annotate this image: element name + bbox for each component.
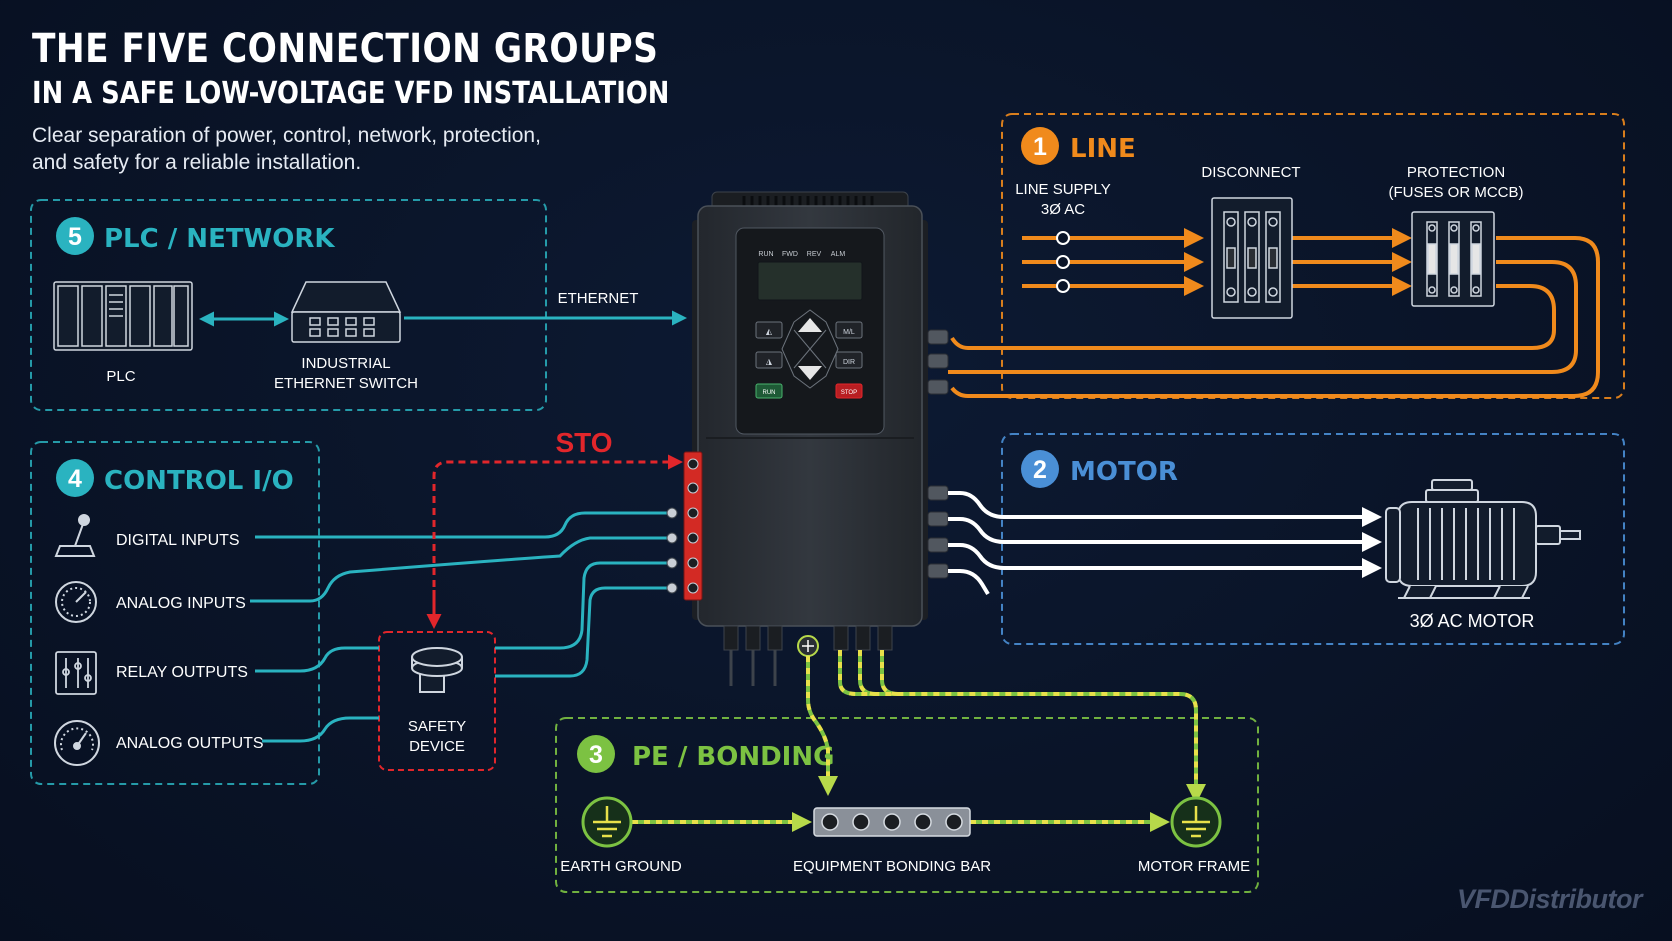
line-supply-phase-label: 3Ø AC <box>1041 201 1085 218</box>
digital-inputs-label: DIGITAL INPUTS <box>116 532 240 549</box>
vfd-status-run: RUN <box>758 251 773 258</box>
motor-label: 3Ø AC MOTOR <box>1410 611 1535 631</box>
motor-badge: 2 <box>1021 450 1059 488</box>
disconnect-switch-icon <box>1211 197 1293 319</box>
plc-icon <box>53 281 193 351</box>
control-io-group-box <box>30 441 320 785</box>
bonding-bar-label: EQUIPMENT BONDING BAR <box>793 858 991 875</box>
plc-network-badge: 5 <box>56 217 94 255</box>
vfd-key-up-left <box>755 321 783 339</box>
earth-ground-label: EARTH GROUND <box>560 858 682 875</box>
vfd-drive: RUN FWD REV ALM ◭ M/L ◮ DIR RUN STOP <box>666 191 949 686</box>
earth-ground-icon <box>581 796 633 848</box>
ethernet-label: ETHERNET <box>558 290 639 307</box>
line-title: LINE <box>1070 134 1136 164</box>
vfd-control-terminal-strip <box>683 451 703 601</box>
line-supply-terminals <box>1056 231 1070 293</box>
pe-wires <box>632 650 1206 832</box>
line-group-box <box>1001 113 1625 399</box>
bonding-bar-icon <box>813 807 971 837</box>
vfd-status-fwd: FWD <box>782 251 798 258</box>
gauge-icon <box>54 720 100 766</box>
vfd-key-left <box>755 351 783 369</box>
plc-network-title: PLC / NETWORK <box>104 224 335 254</box>
plc-label: PLC <box>106 368 135 385</box>
plc-network-group-box <box>30 199 547 411</box>
protection-label: PROTECTION <box>1407 164 1505 181</box>
line-badge: 1 <box>1021 127 1059 165</box>
pe-bonding-group-box <box>555 717 1259 893</box>
page-title: THE FIVE CONNECTION GROUPS <box>32 26 659 72</box>
ethernet-switch-icon <box>290 281 402 343</box>
page-subtitle: IN A SAFE LOW-VOLTAGE VFD INSTALLATION <box>32 76 670 111</box>
control-wiring <box>250 511 668 743</box>
vfd-stop-key <box>835 383 863 399</box>
vfd-run-key-label: RUN <box>763 390 776 396</box>
analog-outputs-label: ANALOG OUTPUTS <box>116 735 264 752</box>
ac-motor-icon <box>1385 479 1581 599</box>
motor-group-box <box>1001 433 1625 645</box>
joystick-icon <box>54 514 96 557</box>
dial-icon <box>55 581 97 623</box>
control-io-title: CONTROL I/O <box>104 466 294 496</box>
pe-bonding-title: PE / BONDING <box>632 742 834 772</box>
vfd-display <box>757 261 863 301</box>
pe-bonding-number: 3 <box>589 741 603 769</box>
vfd-key-dir-label: DIR <box>843 359 855 366</box>
line-number: 1 <box>1033 133 1047 161</box>
switch-label-line1: INDUSTRIAL <box>301 355 390 372</box>
safety-device-label-line1: SAFETY <box>408 718 466 735</box>
vfd-status-alm: ALM <box>831 251 846 258</box>
switch-label-line2: ETHERNET SWITCH <box>274 375 418 392</box>
vfd-run-key <box>755 383 783 399</box>
protection-detail-label: (FUSES OR MCCB) <box>1389 184 1524 201</box>
vfd-stop-key-label: STOP <box>841 390 857 396</box>
sto-link <box>432 454 683 623</box>
vfd-nav-pad <box>781 309 839 389</box>
motor-frame-label: MOTOR FRAME <box>1138 858 1250 875</box>
vfd-status-rev: REV <box>807 251 822 258</box>
brand-logo: VFDDistributor <box>1457 884 1643 914</box>
safety-device-icon <box>411 647 463 693</box>
protection-fuse-icon <box>1411 211 1495 307</box>
relay-outputs-label: RELAY OUTPUTS <box>116 664 248 681</box>
analog-inputs-label: ANALOG INPUTS <box>116 595 246 612</box>
vfd-key-ml <box>835 321 863 339</box>
vfd-key-up-left-label: ◭ <box>766 327 773 336</box>
vfd-key-dir <box>835 351 863 369</box>
safety-device-box <box>378 631 496 771</box>
motor-number: 2 <box>1033 456 1047 484</box>
pe-bonding-badge: 3 <box>577 735 615 773</box>
line-supply-label: LINE SUPPLY <box>1015 181 1111 198</box>
relay-icon <box>55 651 97 695</box>
motor-wires <box>948 491 1382 596</box>
vfd-key-left-label: ◮ <box>766 357 773 366</box>
control-io-badge: 4 <box>56 459 94 497</box>
vfd-key-ml-label: M/L <box>843 329 855 336</box>
plc-network-number: 5 <box>68 223 82 251</box>
page-description: Clear separation of power, control, netw… <box>32 124 541 174</box>
disconnect-label: DISCONNECT <box>1201 164 1300 181</box>
motor-frame-ground-icon <box>1170 796 1222 848</box>
control-io-number: 4 <box>68 465 82 493</box>
sto-label: STO <box>555 427 612 458</box>
safety-device-label-line2: DEVICE <box>409 738 465 755</box>
line-supply-wires <box>948 228 1600 398</box>
motor-title: MOTOR <box>1070 457 1178 487</box>
